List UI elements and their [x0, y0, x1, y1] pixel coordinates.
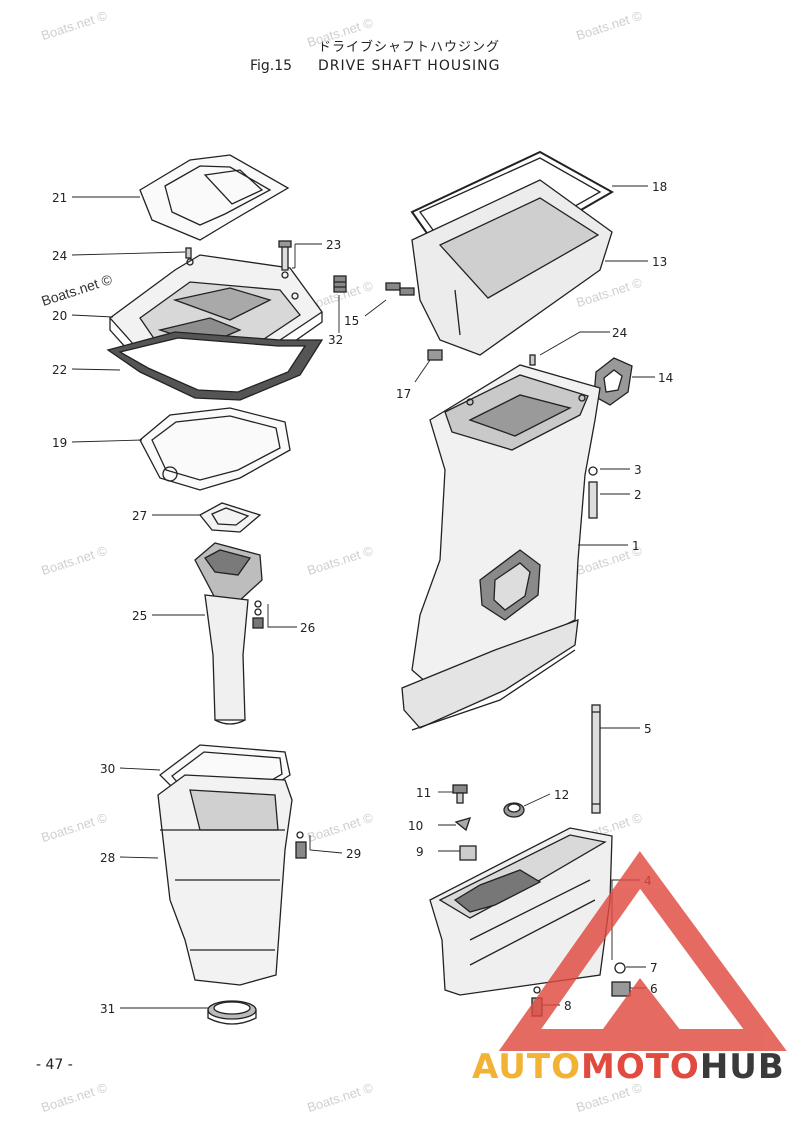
part-14-grommet — [593, 357, 633, 406]
logo-auto: AUTO — [472, 1047, 581, 1087]
part-19-gasket — [139, 407, 291, 491]
callout-29: 29 — [346, 847, 361, 861]
header-title-japanese: ドライブシャフトハウジング — [318, 40, 501, 55]
callout-32: 32 — [328, 333, 343, 347]
callout-12: 12 — [554, 788, 569, 802]
logo-hub: HUB — [699, 1047, 785, 1087]
part-1-housing — [401, 364, 601, 731]
automotohub-logo-icon — [498, 851, 787, 1051]
page-number: - 47 - — [36, 1057, 73, 1073]
callout-23: 23 — [326, 238, 341, 252]
part-17-nut — [427, 349, 443, 361]
callout-21: 21 — [52, 191, 67, 205]
part-7-washer — [614, 962, 626, 974]
callout-26: 26 — [300, 621, 315, 635]
part-26-bolt — [252, 600, 264, 629]
header-title: DRIVE SHAFT HOUSING — [318, 58, 501, 74]
part-31-seal — [207, 1000, 257, 1025]
callout-7: 7 — [650, 961, 658, 975]
callout-22: 22 — [52, 363, 67, 377]
part-5-stud — [591, 704, 601, 814]
part-32-grommet — [333, 275, 347, 293]
callout-24: 24 — [52, 249, 67, 263]
callout-19: 19 — [52, 436, 67, 450]
callout-15: 15 — [344, 314, 359, 328]
callout-17: 17 — [396, 387, 411, 401]
callout-20: 20 — [52, 309, 67, 323]
callout-9: 9 — [416, 845, 424, 859]
callout-31: 31 — [100, 1002, 115, 1016]
part-22-gasket — [106, 331, 324, 401]
part-11-bolt — [452, 784, 468, 804]
part-24-dowel-pin — [185, 247, 192, 259]
callout-labels: 21 24 23 20 32 22 19 27 25 26 30 28 29 3… — [52, 180, 673, 1016]
part-15-bolt — [385, 282, 415, 296]
part-27-gasket — [199, 502, 262, 533]
part-9-bushing — [459, 845, 477, 861]
callout-8: 8 — [564, 999, 572, 1013]
figure-number: Fig.15 — [250, 58, 293, 74]
callout-24b: 24 — [612, 326, 627, 340]
callout-10: 10 — [408, 819, 423, 833]
part-12-grommet — [503, 802, 525, 818]
callout-28: 28 — [100, 851, 115, 865]
callout-5: 5 — [644, 722, 652, 736]
part-2-bolt — [588, 481, 598, 519]
part-10-clip — [454, 817, 472, 832]
callout-25: 25 — [132, 609, 147, 623]
logo-wordmark: AUTOMOTOHUB — [472, 1047, 785, 1087]
part-28-case — [157, 774, 293, 986]
part-23-bolt — [278, 240, 292, 271]
callout-30: 30 — [100, 762, 115, 776]
logo-moto: MOTO — [580, 1047, 700, 1087]
part-21-gasket — [139, 154, 290, 241]
part-4-extension — [429, 827, 613, 996]
callout-2: 2 — [634, 488, 642, 502]
part-23-washer — [281, 271, 289, 279]
part-29-bolt — [295, 831, 307, 859]
callout-13: 13 — [652, 255, 667, 269]
callout-1: 1 — [632, 539, 640, 553]
callout-3: 3 — [634, 463, 642, 477]
callout-27: 27 — [132, 509, 147, 523]
part-6-nut — [611, 981, 631, 997]
part-13-pan — [411, 179, 613, 356]
callout-14: 14 — [658, 371, 673, 385]
callout-6: 6 — [650, 982, 658, 996]
part-25-exhaust-pipe — [194, 542, 263, 725]
callout-18: 18 — [652, 180, 667, 194]
part-24-dowel-pin — [529, 354, 536, 366]
callout-11: 11 — [416, 786, 431, 800]
part-3-washer — [588, 466, 598, 476]
